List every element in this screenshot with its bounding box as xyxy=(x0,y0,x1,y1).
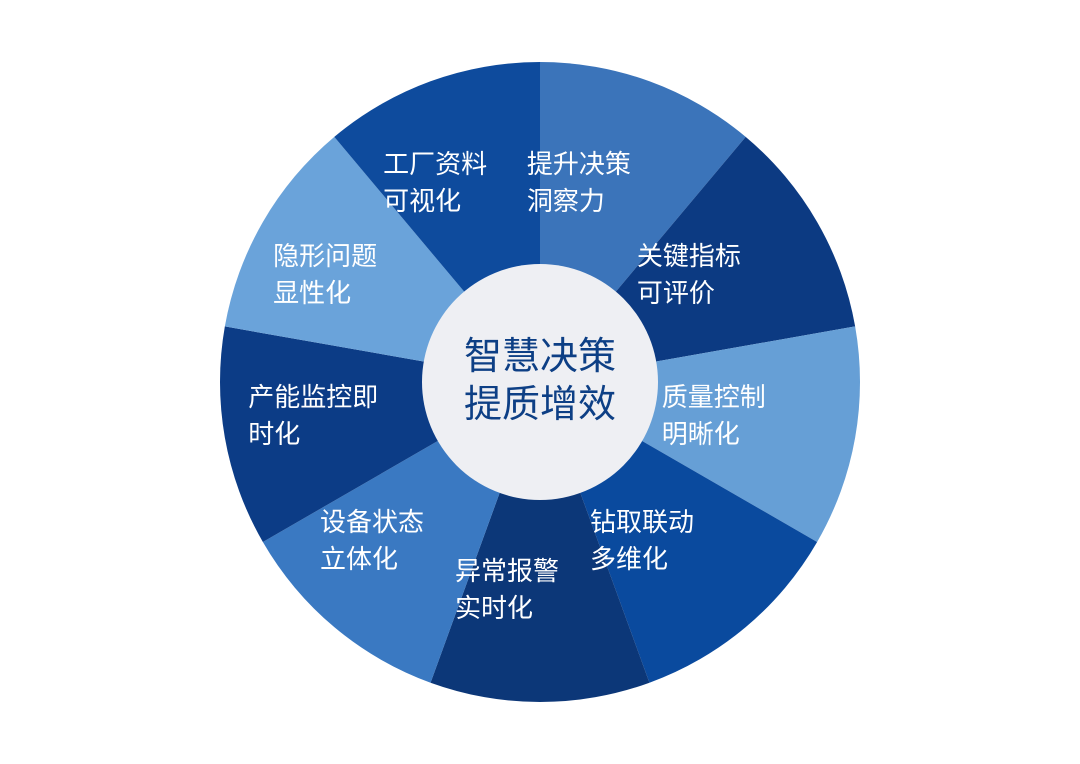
segment-label-1-line2: 洞察力 xyxy=(526,186,605,217)
segment-label-3: 质量控制明晰化 xyxy=(662,380,812,454)
segment-label-2-line1: 关键指标 xyxy=(636,242,741,272)
segment-label-9-line1: 工厂资料 xyxy=(383,149,488,180)
segment-label-2-line2: 可评价 xyxy=(636,279,715,309)
segment-label-8: 隐形问题显性化 xyxy=(273,239,423,313)
segment-label-7: 产能监控即时化 xyxy=(248,380,398,454)
center-hub xyxy=(422,264,658,500)
segment-label-1: 提升决策洞察力 xyxy=(527,147,677,221)
segment-label-6-line2: 立体化 xyxy=(320,544,399,575)
segment-label-6: 设备状态立体化 xyxy=(320,505,470,579)
segment-label-3-line2: 明晰化 xyxy=(661,420,740,451)
segment-label-7-line2: 时化 xyxy=(248,420,301,451)
segment-label-2: 关键指标可评价 xyxy=(637,239,787,313)
segment-label-4-line2: 多维化 xyxy=(589,544,668,575)
segment-label-7-line1: 产能监控即 xyxy=(248,383,379,414)
segment-label-8-line1: 隐形问题 xyxy=(273,242,378,272)
center-label-line1: 智慧决策 xyxy=(463,334,616,378)
center-label: 智慧决策 提质增效 xyxy=(440,332,640,428)
segment-label-6-line1: 设备状态 xyxy=(320,507,425,538)
segment-label-5-line1: 异常报警 xyxy=(455,557,560,587)
wheel-segment-5 xyxy=(430,382,650,702)
segment-label-4-line1: 钻取联动 xyxy=(589,507,694,538)
segment-label-9: 工厂资料可视化 xyxy=(383,147,533,221)
segment-label-8-line2: 显性化 xyxy=(273,279,352,309)
center-label-line2: 提质增效 xyxy=(463,382,616,426)
segment-label-5: 异常报警实时化 xyxy=(455,554,605,628)
segment-label-5-line2: 实时化 xyxy=(455,594,534,624)
segment-label-4: 钻取联动多维化 xyxy=(590,505,740,579)
segment-label-1-line1: 提升决策 xyxy=(526,149,631,180)
segment-label-3-line1: 质量控制 xyxy=(661,383,766,414)
segment-label-9-line2: 可视化 xyxy=(383,186,462,217)
